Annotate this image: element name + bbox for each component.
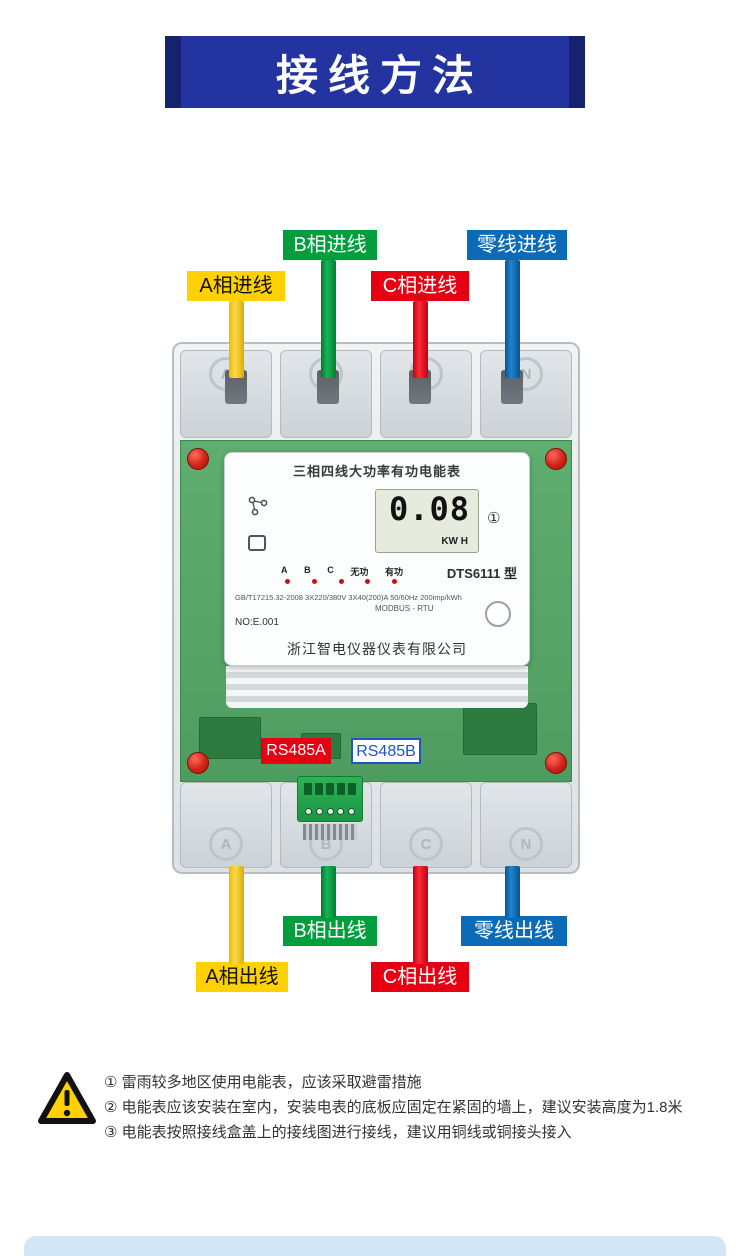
rs485-pin-strip: [303, 824, 357, 840]
wire-phase-a-in: [229, 301, 244, 378]
page-title: 接线方法: [275, 51, 484, 99]
label-rs485a: RS485A: [261, 738, 331, 764]
warning-icon: [38, 1072, 96, 1124]
indicator-b: B: [304, 565, 311, 575]
wire-phase-a-out: [229, 866, 244, 964]
banner-background: 接线方法: [181, 36, 569, 108]
label-phase-c-in: C相进线: [371, 271, 469, 301]
note-1: ① 雷雨较多地区使用电能表，应该采取避雷措施: [104, 1074, 422, 1091]
led-dot: [338, 579, 344, 584]
meter-name-label: 三相四线大功率有功电能表: [292, 464, 461, 479]
indicator-leds: [285, 579, 397, 584]
network-icon: [248, 496, 268, 516]
installation-notes: ① 雷雨较多地区使用电能表，应该采取避雷措施 ② 电能表应该安装在室内，安装电表…: [104, 1070, 734, 1145]
wire-phase-b-in: [321, 260, 336, 378]
screw-cap: [187, 752, 209, 774]
tariff-badge: ①: [487, 510, 501, 527]
meter-button: [485, 601, 511, 627]
wire-phase-b-out: [321, 866, 336, 918]
lcd-display: 0.08 KW H: [375, 489, 479, 553]
protocol-label: MODBUS - RTU: [375, 604, 434, 613]
indicator-c: C: [327, 565, 334, 575]
label-rs485b: RS485B: [351, 738, 421, 764]
led-dot: [285, 579, 290, 584]
meter-face-panel: 三相四线大功率有功电能表 0.08 KW H ① A B C 无功 有功 DTS…: [224, 452, 530, 666]
lcd-reading: 0.08: [388, 490, 470, 528]
terminal-entry-b: [317, 370, 339, 404]
note-2: ② 电能表应该安装在室内，安装电表的底板应固定在紧固的墙上，建议安装高度为1.8…: [104, 1099, 683, 1116]
wire-phase-c-in: [413, 301, 428, 378]
meter-seal-pleats: [226, 666, 528, 708]
pcb-component: [199, 717, 261, 759]
led-dot: [311, 579, 317, 584]
indicator-labels: A B C 无功 有功: [281, 565, 403, 578]
terminal-mark-n-out: N: [509, 827, 543, 861]
indicator-reactive: 无功: [350, 567, 369, 577]
pcb-component: [463, 703, 537, 755]
wire-phase-c-out: [413, 866, 428, 964]
lcd-unit: KW H: [441, 536, 468, 547]
label-neutral-out: 零线出线: [461, 916, 567, 946]
terminal-cover-c-out: C: [380, 782, 472, 868]
label-phase-c-out: C相出线: [371, 962, 469, 992]
label-phase-b-out: B相出线: [283, 916, 377, 946]
model-label: DTS6111 型: [446, 566, 517, 581]
led-dot: [365, 579, 371, 584]
screw-cap: [545, 448, 567, 470]
wire-neutral-in: [505, 260, 520, 378]
section-title-banner: 接线方法: [165, 36, 585, 108]
screw-cap: [187, 448, 209, 470]
next-section-edge: [24, 1236, 726, 1256]
terminal-entry-a: [225, 370, 247, 404]
terminal-mark-a-out: A: [209, 827, 243, 861]
note-3: ③ 电能表按照接线盒盖上的接线图进行接线，建议用铜线或铜接头接入: [104, 1124, 572, 1141]
terminal-mark-c-out: C: [409, 827, 443, 861]
manufacturer-name: 浙江智电仪器仪表有限公司: [287, 641, 467, 657]
screw-cap: [545, 752, 567, 774]
indicator-a: A: [281, 565, 288, 575]
led-dot: [392, 579, 397, 584]
display-frame-icon: [248, 535, 266, 551]
wire-neutral-out: [505, 866, 520, 918]
terminal-cover-a-out: A: [180, 782, 272, 868]
serial-number: NO:E.001: [235, 617, 279, 628]
label-neutral-in: 零线进线: [467, 230, 567, 260]
terminal-cover-n: N: [480, 350, 572, 438]
rs485-terminal-block: [297, 776, 363, 822]
meter-bottom-terminal-covers: A B C N: [180, 782, 572, 868]
indicator-active: 有功: [384, 567, 403, 577]
terminal-entry-c: [409, 370, 431, 404]
label-phase-b-in: B相进线: [283, 230, 377, 260]
label-phase-a-out: A相出线: [196, 962, 288, 992]
spec-line: GB/T17215.32-2008 3X220/380V 3X40(200)A …: [235, 593, 462, 602]
rs485-slots: [304, 783, 356, 795]
rs485-screw-holes: [305, 808, 355, 815]
terminal-cover-n-out: N: [480, 782, 572, 868]
label-phase-a-in: A相进线: [187, 271, 285, 301]
terminal-entry-n: [501, 370, 523, 404]
